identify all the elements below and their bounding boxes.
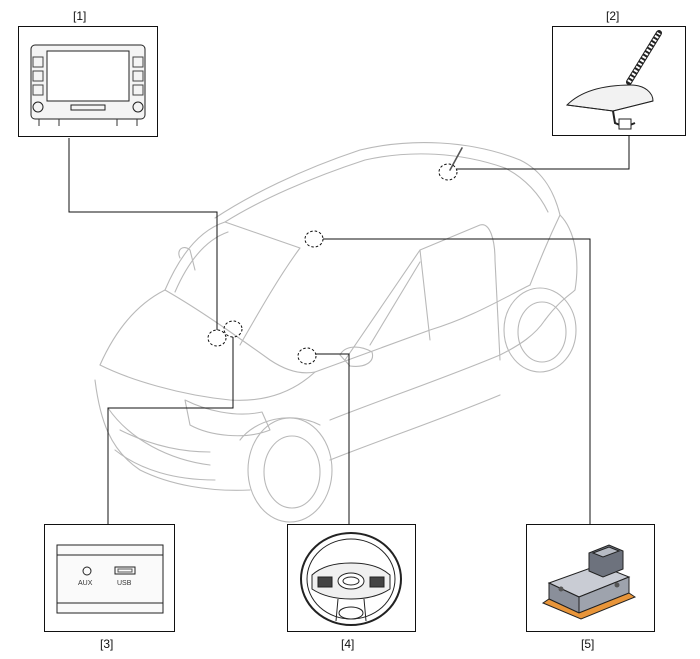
marker-antenna	[438, 163, 458, 181]
aux-label: AUX	[78, 580, 93, 587]
callout-label-4: [4]	[341, 637, 355, 651]
leader-lines	[68, 136, 630, 524]
shark-fin-antenna-illustration	[565, 30, 662, 130]
head-unit-panel	[18, 26, 158, 137]
aux-usb-illustration	[56, 544, 164, 614]
car-outline	[94, 142, 578, 523]
control-module-illustration	[541, 544, 637, 620]
antenna-panel	[552, 26, 686, 136]
head-unit-illustration	[30, 44, 146, 126]
usb-port-icon	[114, 566, 136, 575]
usb-label: USB	[117, 580, 132, 587]
marker-steering	[297, 347, 317, 365]
callout-label-1: [1]	[73, 9, 87, 23]
callout-label-2: [2]	[606, 9, 620, 23]
control-module-panel	[526, 524, 655, 632]
callout-label-5: [5]	[581, 637, 595, 651]
marker-head-unit-a	[207, 329, 227, 347]
steering-wheel-panel	[287, 524, 416, 632]
aux-jack-icon	[82, 566, 92, 576]
marker-head-unit-b	[223, 320, 243, 338]
callout-label-3: [3]	[100, 637, 114, 651]
steering-wheel-illustration	[300, 532, 402, 626]
marker-roof-module	[304, 230, 324, 248]
aux-usb-panel: AUX USB	[44, 524, 175, 632]
